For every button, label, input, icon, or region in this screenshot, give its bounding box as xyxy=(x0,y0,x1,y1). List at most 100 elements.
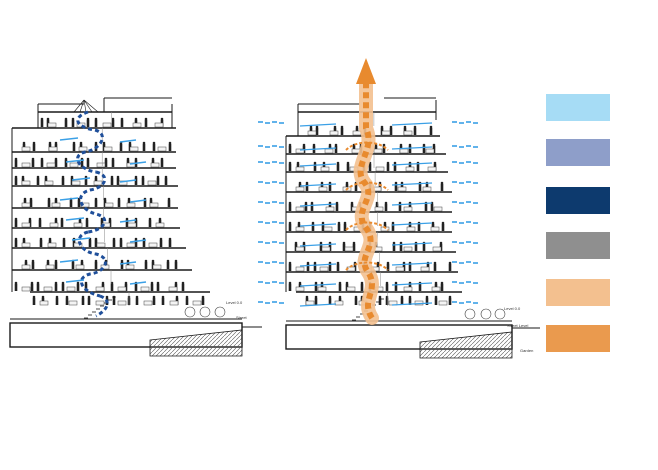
person-head xyxy=(319,241,323,245)
cool-air-inner xyxy=(391,302,433,306)
person-head xyxy=(337,221,341,225)
furniture xyxy=(334,300,344,306)
furniture xyxy=(51,202,61,208)
legend-swatch-lavender xyxy=(546,139,610,166)
person-head xyxy=(288,143,292,147)
person-head xyxy=(134,157,138,161)
person-body xyxy=(346,164,350,171)
furniture xyxy=(168,286,178,292)
person-head xyxy=(54,259,58,263)
person-head xyxy=(142,141,146,145)
person-body xyxy=(168,144,172,151)
person-head xyxy=(306,261,310,265)
person-body xyxy=(88,240,92,247)
person-body xyxy=(120,262,124,269)
furniture xyxy=(432,246,442,252)
person-body xyxy=(337,224,341,231)
person-head xyxy=(80,259,84,263)
furniture xyxy=(44,180,54,186)
person-body xyxy=(30,284,34,291)
person-head xyxy=(298,181,302,185)
furniture xyxy=(21,202,31,208)
furniture xyxy=(319,266,329,272)
person-head xyxy=(385,295,389,299)
furniture xyxy=(69,162,79,168)
person-body xyxy=(94,200,98,207)
person-body xyxy=(181,284,185,291)
furniture xyxy=(93,180,103,186)
person-head xyxy=(103,197,107,201)
person-head xyxy=(335,201,339,205)
person-body xyxy=(164,178,168,185)
person-head xyxy=(101,281,105,285)
person-head xyxy=(328,201,332,205)
person-head xyxy=(393,161,397,165)
person-head xyxy=(386,161,390,165)
person-head xyxy=(350,201,354,205)
person-body xyxy=(382,146,386,153)
cool-air-inner xyxy=(299,263,337,267)
person-head xyxy=(385,281,389,285)
person-body xyxy=(31,160,35,167)
furniture xyxy=(132,122,142,128)
furniture xyxy=(47,122,57,128)
person-head xyxy=(111,117,115,121)
person-head xyxy=(168,141,172,145)
person-body xyxy=(185,298,189,305)
person-head xyxy=(105,295,109,299)
person-head xyxy=(48,141,52,145)
person-head xyxy=(21,175,25,179)
person-body xyxy=(87,298,91,305)
furniture xyxy=(21,286,31,292)
furniture xyxy=(95,300,105,306)
person-body xyxy=(417,224,421,231)
person-head xyxy=(160,157,164,161)
person-body xyxy=(104,160,108,167)
person-head xyxy=(164,175,168,179)
person-head xyxy=(54,157,58,161)
cool-air-tick xyxy=(129,161,147,165)
person-body xyxy=(408,146,412,153)
person-body xyxy=(418,284,422,291)
person-head xyxy=(425,295,429,299)
person-body xyxy=(328,184,332,191)
person-head xyxy=(448,295,452,299)
person-body xyxy=(36,178,40,185)
person-head xyxy=(64,117,68,121)
person-head xyxy=(30,281,34,285)
furniture xyxy=(68,300,78,306)
person-head xyxy=(32,295,36,299)
person-head xyxy=(333,125,337,129)
person-head xyxy=(149,197,153,201)
person-head xyxy=(84,281,88,285)
furniture xyxy=(126,162,136,168)
cool-air-inner xyxy=(391,282,433,286)
left-street-label: Street xyxy=(236,315,247,320)
person-body xyxy=(399,244,403,251)
furniture xyxy=(117,286,127,292)
person-body xyxy=(54,284,58,291)
person-head xyxy=(100,217,104,221)
furniture xyxy=(192,300,202,306)
person-head xyxy=(94,175,98,179)
person-head xyxy=(54,281,58,285)
person-body xyxy=(31,262,35,269)
furniture xyxy=(129,146,139,152)
person-head xyxy=(127,197,131,201)
person-head xyxy=(61,281,65,285)
person-body xyxy=(119,144,123,151)
person-body xyxy=(110,284,114,291)
left-ramp-hatch xyxy=(149,329,243,357)
person-head xyxy=(408,295,412,299)
person-head xyxy=(128,141,132,145)
person-body xyxy=(54,160,58,167)
person-body xyxy=(311,224,315,231)
person-body xyxy=(392,244,396,251)
person-body xyxy=(310,204,314,211)
cool-air-tick xyxy=(71,177,91,181)
person-head xyxy=(14,237,18,241)
furniture xyxy=(403,206,413,212)
person-head xyxy=(448,261,452,265)
furniture xyxy=(140,286,150,292)
